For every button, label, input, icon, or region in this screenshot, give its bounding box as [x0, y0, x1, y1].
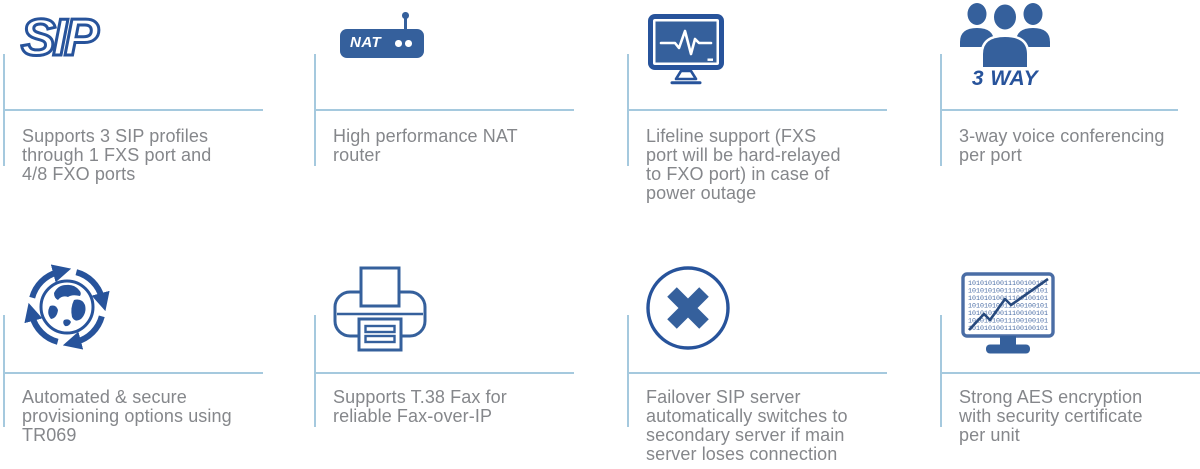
failover-x-icon: [645, 265, 731, 351]
feature-card-three-way: 3 WAY 3-way voice conferencing per port: [940, 0, 1200, 234]
svg-text:10101010011100100101: 10101010011100100101: [968, 288, 1048, 295]
three-way-label: 3 WAY: [971, 67, 1039, 90]
svg-text:10101010011100100101: 10101010011100100101: [968, 325, 1048, 332]
feature-card-provisioning: Automated & secure provisioning options …: [3, 235, 303, 469]
divider-vertical: [314, 315, 316, 427]
svg-text:10101010011100100101: 10101010011100100101: [968, 318, 1048, 325]
divider-horizontal: [314, 372, 574, 374]
divider-horizontal: [627, 109, 887, 111]
router-led-icon: [395, 40, 402, 47]
nat-router-icon: NAT: [340, 12, 424, 58]
feature-description: Automated & secure provisioning options …: [22, 387, 232, 445]
feature-card-sip-profiles: SIP Supports 3 SIP profiles through 1 FX…: [3, 0, 303, 234]
people-group-icon: [957, 1, 1053, 67]
antenna-icon: [404, 17, 407, 30]
divider-horizontal: [627, 372, 887, 374]
svg-text:10101010011100100101: 10101010011100100101: [968, 280, 1048, 287]
feature-card-lifeline: Lifeline support (FXS port will be hard-…: [627, 0, 927, 234]
divider-vertical: [940, 315, 942, 427]
antenna-tip-icon: [402, 12, 409, 19]
sip-logo-icon: SIP: [20, 8, 101, 69]
binary-monitor-icon: 10101010011100100101 1010101001110010010…: [956, 272, 1060, 356]
feature-card-failover: Failover SIP server automatically switch…: [627, 235, 927, 469]
divider-horizontal: [314, 109, 574, 111]
feature-description: Supports 3 SIP profiles through 1 FXS po…: [22, 126, 212, 184]
divider-horizontal: [3, 109, 263, 111]
svg-text:10101010011100100101: 10101010011100100101: [968, 303, 1048, 310]
feature-description: Strong AES encryption with security cert…: [959, 387, 1143, 445]
feature-description: Failover SIP server automatically switch…: [646, 387, 848, 464]
divider-horizontal: [940, 109, 1178, 111]
divider-vertical: [3, 315, 5, 427]
router-led-icon: [405, 40, 412, 47]
feature-description: 3-way voice conferencing per port: [959, 126, 1165, 165]
feature-card-nat-router: NAT High performance NAT router: [314, 0, 614, 234]
feature-description: Supports T.38 Fax for reliable Fax-over-…: [333, 387, 507, 426]
feature-description: High performance NAT router: [333, 126, 518, 165]
feature-description: Lifeline support (FXS port will be hard-…: [646, 126, 841, 203]
feature-card-t38-fax: Supports T.38 Fax for reliable Fax-over-…: [314, 235, 614, 469]
globe-sync-icon: [22, 262, 112, 352]
divider-horizontal: [3, 372, 263, 374]
divider-horizontal: [940, 372, 1200, 374]
nat-label: NAT: [350, 34, 382, 51]
feature-card-aes-encryption: 10101010011100100101 1010101001110010010…: [940, 235, 1200, 469]
svg-text:10101010011100100101: 10101010011100100101: [968, 310, 1048, 317]
fax-printer-icon: [332, 262, 428, 354]
divider-vertical: [627, 315, 629, 427]
pulse-monitor-icon: [647, 13, 725, 93]
svg-text:10101010011100100101: 10101010011100100101: [968, 295, 1048, 302]
